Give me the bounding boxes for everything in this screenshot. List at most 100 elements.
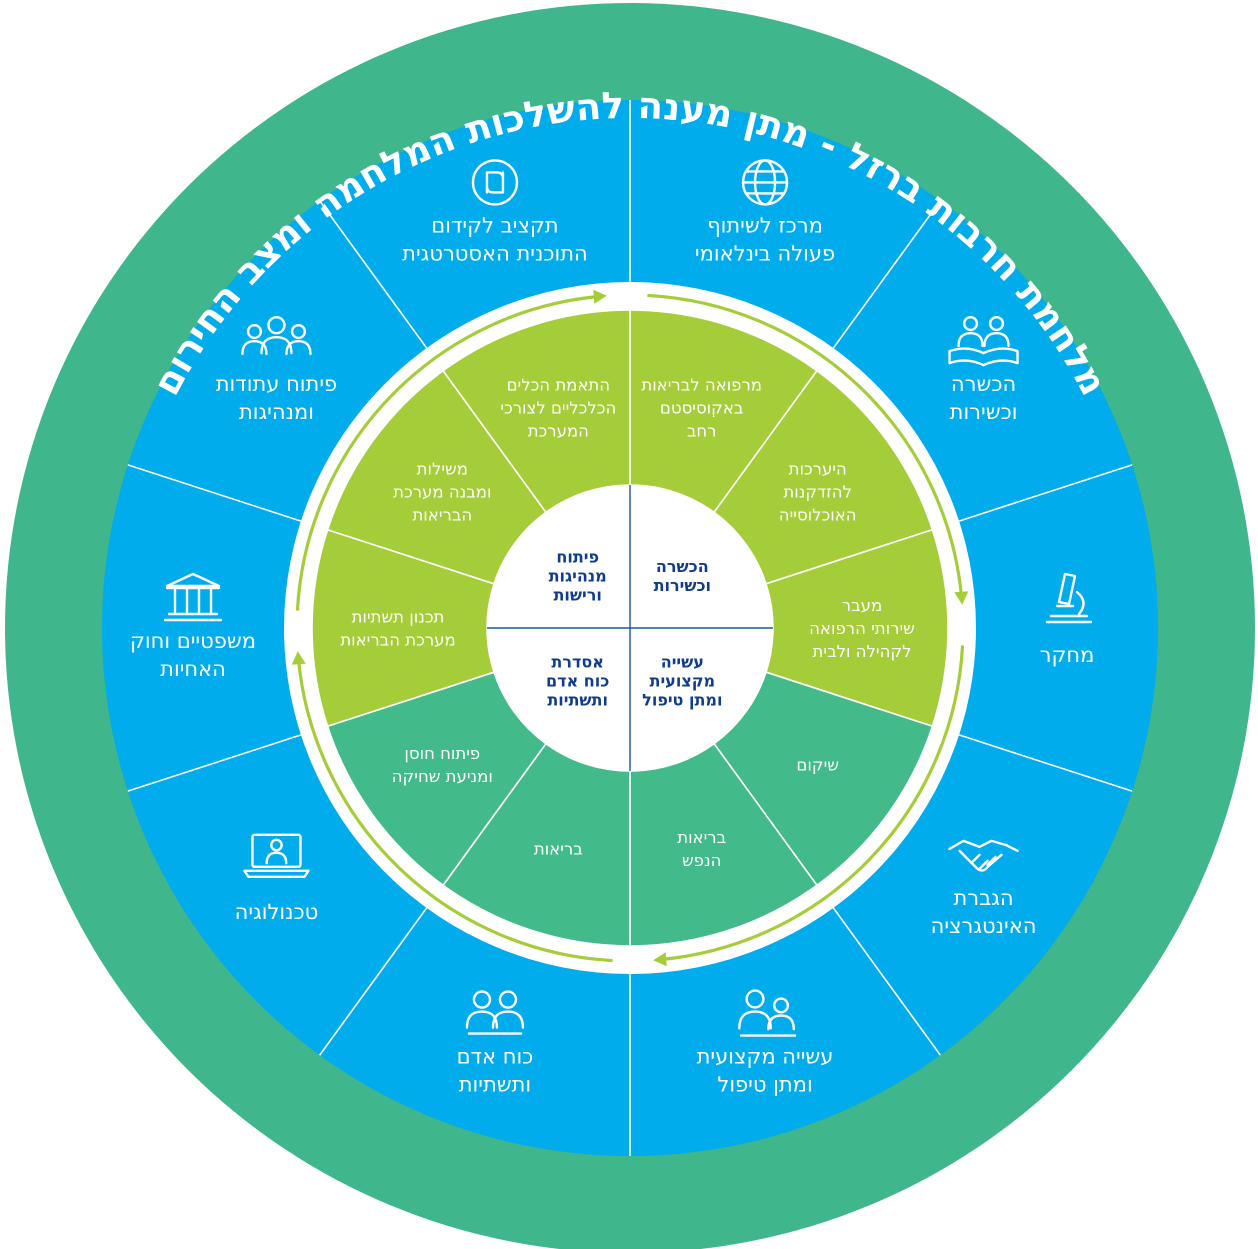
middle-segment-label: בריאות bbox=[534, 840, 583, 859]
outer-segment-label-line: האינטגרציה bbox=[931, 914, 1037, 938]
cycle-arrow-arc bbox=[296, 656, 613, 963]
outer-segment-label-line: ותשתיות bbox=[459, 1073, 531, 1097]
middle-segment-label-line: מערכת הבריאות bbox=[340, 631, 455, 650]
cycle-arrow-arc bbox=[647, 293, 964, 600]
microscope-icon bbox=[1045, 572, 1093, 624]
outer-segment-label-line: וכשירות bbox=[950, 400, 1018, 424]
middle-segment-label-line: הנפש bbox=[682, 851, 721, 870]
core-quadrant-label-line: ורישות bbox=[553, 586, 601, 605]
cycle-arrow-head bbox=[593, 289, 607, 304]
outer-segment-label-line: מרכז לשיתוף bbox=[707, 213, 823, 237]
middle-segment-label-line: משילות bbox=[417, 460, 468, 479]
outer-segment-label-line: הגברת bbox=[953, 886, 1013, 910]
middle-segment-label-line: רחב bbox=[687, 421, 717, 440]
outer-segment-label-line: פיתוח עתודות bbox=[216, 372, 337, 396]
core-quadrant-label-line: הכשרה bbox=[656, 557, 709, 576]
outer-divider-line bbox=[832, 907, 941, 1056]
outer-segment-label: מחקר bbox=[1040, 643, 1095, 667]
middle-segment-label-line: בריאות bbox=[534, 840, 583, 859]
staff-icon bbox=[465, 990, 525, 1035]
middle-segment-label-line: ומניעת שחיקה bbox=[392, 767, 493, 786]
core-quadrant-label-line: עשייה bbox=[661, 652, 704, 671]
core-quadrant-label-line: פיתוח bbox=[556, 548, 599, 567]
middle-segment-label-line: התאמת הכלים bbox=[507, 375, 610, 394]
outer-divider-line bbox=[319, 907, 428, 1056]
outer-segment-label: טכנולוגיה bbox=[235, 900, 319, 924]
reading-people-icon bbox=[948, 315, 1019, 367]
outer-segment-label-line: הכשרה bbox=[951, 372, 1016, 396]
doctors-icon bbox=[738, 989, 797, 1037]
middle-segment-label: היערכות להזדקנות האוכלוסייה bbox=[779, 460, 857, 525]
middle-segment-label: התאמת הכלים הכלכליים לצורכי המערכת bbox=[500, 375, 616, 440]
core-quadrant-label-line: מנהיגות bbox=[549, 567, 607, 586]
outer-divider-line bbox=[958, 464, 1133, 522]
middle-segments bbox=[311, 309, 949, 947]
middle-segment-label-line: בריאות bbox=[677, 828, 726, 847]
middle-segment-label-line: להזדקנות bbox=[783, 483, 852, 502]
globe-icon bbox=[741, 159, 789, 206]
outer-segment-label: מרכז לשיתוף פעולה בינלאומי bbox=[695, 213, 835, 265]
cycle-arrow-head bbox=[954, 591, 969, 605]
middle-segment-label-line: המערכת bbox=[528, 421, 589, 440]
outer-segment-label: הכשרה וכשירות bbox=[950, 372, 1018, 424]
outer-segment-label-line: האחיות bbox=[160, 657, 226, 681]
middle-segment-label: מעבר שירותי הרפואה לקהילה ולבית bbox=[809, 596, 915, 661]
outer-divider-line bbox=[319, 200, 428, 349]
laptop-user-icon bbox=[243, 833, 310, 879]
outer-segment-label-line: ומתן טיפול bbox=[717, 1073, 812, 1097]
outer-segment-label: משפטיים וחוק האחיות bbox=[130, 629, 256, 681]
middle-segment-label-line: מעבר bbox=[842, 596, 882, 615]
middle-segment-label: בריאות הנפש bbox=[677, 828, 726, 870]
core-quadrant-label-line: וכשירות bbox=[654, 576, 711, 595]
outer-segment-label-line: מחקר bbox=[1040, 643, 1095, 667]
middle-segment-label-line: מרפואה לבריאות bbox=[641, 375, 762, 394]
handshake-icon bbox=[948, 839, 1019, 872]
outer-segment-label-line: טכנולוגיה bbox=[235, 900, 319, 924]
middle-segment-label-line: שיקום bbox=[796, 755, 839, 774]
cycle-arrow-arc bbox=[295, 294, 602, 611]
middle-segment-label: משילות ומבנה מערכת הבריאות bbox=[393, 460, 491, 525]
middle-segment-label-line: באקוסיסטם bbox=[660, 398, 744, 417]
cycle-arrows bbox=[291, 289, 969, 967]
middle-segment-label-line: לקהילה ולבית bbox=[813, 642, 912, 661]
group-icon bbox=[241, 315, 312, 356]
core-circle bbox=[487, 485, 773, 771]
outer-segment-label-line: התוכנית האסטרטגית bbox=[402, 241, 588, 265]
middle-segment-label-line: הבריאות bbox=[412, 506, 472, 525]
middle-segment-label: שיקום bbox=[796, 755, 839, 774]
outer-segment-label: פיתוח עתודות ומנהיגות bbox=[216, 372, 337, 424]
middle-segment-label: מרפואה לבריאות באקוסיסטם רחב bbox=[641, 375, 762, 440]
outer-segment-label-line: משפטיים וחוק bbox=[130, 629, 256, 653]
middle-segment-label-line: היערכות bbox=[789, 460, 847, 479]
outer-segment-label-line: עשייה מקצועית bbox=[697, 1045, 834, 1069]
core-quadrant-label-line: אסדרת bbox=[551, 652, 604, 671]
outer-segment-label: הגברת האינטגרציה bbox=[931, 886, 1037, 938]
segment-icons bbox=[163, 159, 1093, 1037]
courthouse-icon bbox=[163, 572, 223, 622]
outer-divider-line bbox=[832, 200, 941, 349]
core-quadrant-label-line: ותשתיות bbox=[547, 690, 608, 709]
cycle-arrow-arc bbox=[658, 645, 965, 962]
core-quadrant-label-line: מקצועית bbox=[650, 671, 716, 690]
shekel-icon bbox=[471, 159, 519, 206]
core-quadrant-label-line: כוח אדם bbox=[546, 671, 609, 690]
outer-segment-label: עשייה מקצועית ומתן טיפול bbox=[697, 1045, 834, 1097]
cycle-arrow-head bbox=[653, 952, 667, 967]
middle-segment-label-line: הכלכליים לצורכי bbox=[500, 398, 616, 417]
outer-segment-label-line: ומנהיגות bbox=[239, 400, 314, 424]
middle-segment-label-line: האוכלוסייה bbox=[779, 506, 857, 525]
middle-segment-label-line: ומבנה מערכת bbox=[393, 483, 491, 502]
middle-segment-label-line: שירותי הרפואה bbox=[809, 619, 915, 638]
outer-segment-label-line: פעולה בינלאומי bbox=[695, 241, 835, 265]
outer-segment-label-line: תקציב לקידום bbox=[431, 213, 558, 237]
core-quadrant-label-line: ומתן טיפול bbox=[642, 690, 722, 709]
outer-divider-line bbox=[127, 464, 302, 522]
